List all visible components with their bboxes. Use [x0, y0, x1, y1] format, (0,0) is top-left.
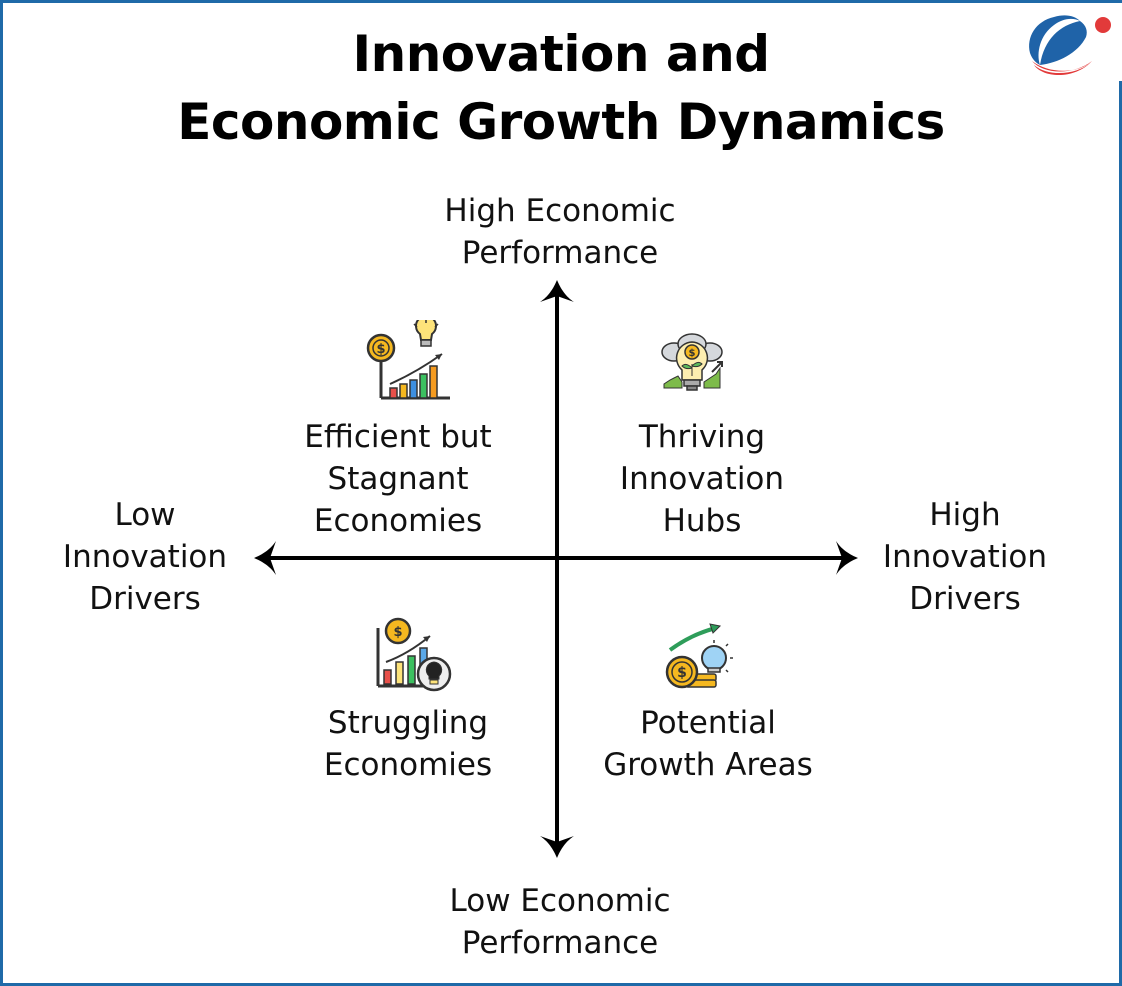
title-line-2: Economic Growth Dynamics: [177, 93, 945, 151]
quadrant-bottom-left-label: Struggling Economies: [278, 702, 538, 786]
lightbulb-plant-growth-icon: $: [660, 332, 726, 398]
quadrant-bottom-right-line2: Growth Areas: [603, 747, 813, 783]
arrow-left-icon: [254, 541, 276, 575]
arrow-up-icon: [540, 280, 574, 302]
quadrant-bottom-left-line1: Struggling: [327, 705, 489, 741]
axis-left-line3: Drivers: [89, 581, 201, 617]
quadrant-bottom-left-line2: Economies: [323, 747, 493, 783]
svg-text:$: $: [689, 348, 696, 359]
quadrant-top-right-line2: Innovation: [619, 461, 785, 497]
page-title: Innovation and Economic Growth Dynamics: [0, 20, 1122, 156]
axis-label-bottom: Low Economic Performance: [400, 880, 720, 964]
quadrant-top-left-line3: Economies: [313, 503, 483, 539]
svg-text:$: $: [376, 342, 385, 357]
quadrant-top-right-line1: Thriving: [638, 419, 766, 455]
coin-lightbulb-bar-chart-icon: $: [362, 315, 452, 406]
axis-right-line1: High: [929, 497, 1001, 533]
axis-bottom-line1: Low Economic: [449, 883, 671, 919]
quadrant-top-left-line2: Stagnant: [327, 461, 469, 497]
axis-right-line3: Drivers: [909, 581, 1021, 617]
axis-left-line2: Innovation: [62, 539, 228, 575]
coins-bulb-arrow-icon: $: [662, 620, 738, 694]
axis-bottom-line2: Performance: [461, 925, 659, 961]
arrow-right-icon: [836, 541, 858, 575]
brand-logo-icon: [1014, 3, 1122, 81]
quadrant-bottom-right-label: Potential Growth Areas: [568, 702, 848, 786]
chart-coin-dark-bulb-icon: $: [372, 614, 454, 696]
quadrant-top-left-label: Efficient but Stagnant Economies: [268, 416, 528, 542]
quadrant-bottom-right-line1: Potential: [640, 705, 776, 741]
axis-right-line2: Innovation: [882, 539, 1048, 575]
quadrant-top-right-line3: Hubs: [662, 503, 742, 539]
axis-label-right: High Innovation Drivers: [860, 494, 1070, 620]
axis-label-left: Low Innovation Drivers: [40, 494, 250, 620]
axis-label-top: High Economic Performance: [400, 190, 720, 274]
axis-top-line1: High Economic: [444, 193, 676, 229]
title-line-1: Innovation and: [352, 25, 771, 83]
svg-text:$: $: [677, 665, 687, 681]
quadrant-top-right-label: Thriving Innovation Hubs: [572, 416, 832, 542]
axis-left-line1: Low: [114, 497, 176, 533]
quadrant-top-left-line1: Efficient but: [304, 419, 492, 455]
arrow-down-icon: [540, 836, 574, 858]
axis-top-line2: Performance: [461, 235, 659, 271]
svg-text:$: $: [393, 625, 402, 640]
